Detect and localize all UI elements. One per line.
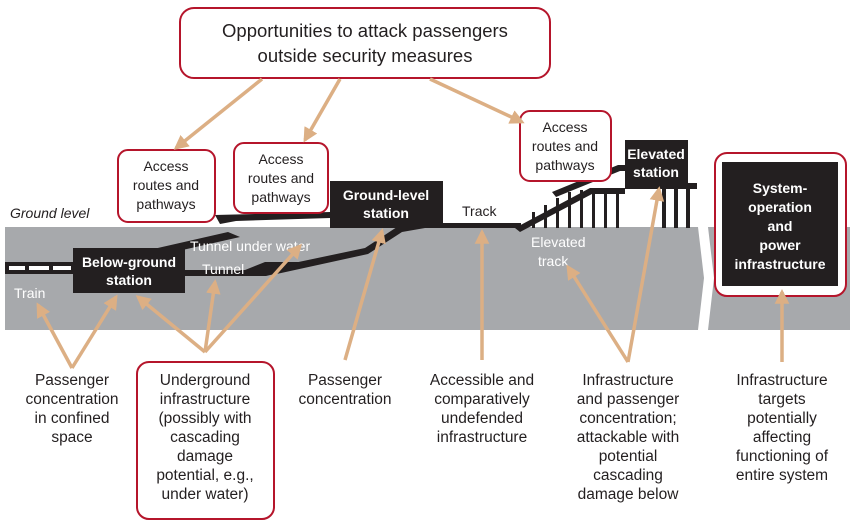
caption-1-line-4: space	[51, 429, 92, 446]
caption-3-line-1: Passenger	[308, 372, 382, 389]
elevated-track-label-2: track	[538, 253, 569, 269]
caption-2-line-1: Underground	[160, 372, 250, 389]
tunnel-under-water-structure	[215, 212, 330, 224]
ground-level-station	[330, 181, 443, 228]
arrow-c3-to-ground-station	[343, 228, 386, 361]
caption-5-line-6: cascading	[593, 467, 663, 484]
access-box-3-line-1: Access	[542, 119, 587, 135]
band-break	[698, 227, 714, 330]
caption-5-line-5: potential	[599, 448, 658, 465]
system-box-line-4: power	[759, 237, 801, 253]
caption-2-line-6: potential, e.g.,	[156, 467, 253, 484]
access-box-1-line-3: pathways	[136, 196, 195, 212]
arrow-c2-to-water-tunnel	[203, 243, 302, 354]
caption-4-line-3: undefended	[441, 410, 523, 427]
caption-box-underground	[136, 361, 275, 520]
caption-6-line-1: Infrastructure	[736, 372, 827, 389]
access-box-2-line-1: Access	[258, 151, 303, 167]
access-box-1-line-1: Access	[143, 158, 188, 174]
track-label: Track	[462, 203, 497, 219]
arrow-c1-to-train	[36, 302, 74, 369]
arrow-c5-to-elevated-track	[566, 264, 630, 363]
caption-4-line-1: Accessible and	[430, 372, 534, 389]
caption-5-line-4: attackable with	[577, 429, 680, 446]
arrow-c5-to-elevated-station	[626, 186, 665, 363]
tunnel-under-water-label: Tunnel under water	[190, 238, 310, 254]
caption-accessible-infrastructure: Accessible and comparatively undefended …	[430, 372, 534, 446]
access-box-3-line-2: routes and	[532, 138, 598, 154]
arrow-c2-to-tunnel	[203, 279, 221, 353]
elevated-track-supports	[532, 186, 690, 228]
caption-3-line-2: concentration	[298, 391, 391, 408]
caption-1-line-2: concentration	[25, 391, 118, 408]
caption-6-line-5: functioning of	[736, 448, 829, 465]
surface-track	[443, 223, 521, 228]
arrow-c1-to-station	[70, 294, 118, 369]
system-box-line-2: operation	[748, 199, 812, 215]
access-box-2	[233, 142, 329, 214]
access-box-2-line-2: routes and	[248, 170, 314, 186]
caption-5-line-7: damage below	[578, 486, 680, 503]
elevated-station-label-2: station	[633, 164, 679, 180]
caption-infrastructure-passenger: Infrastructure and passenger concentrati…	[577, 372, 680, 503]
system-box	[722, 162, 838, 286]
train-label: Train	[14, 285, 45, 301]
arrow-title-to-access-3	[429, 77, 525, 124]
caption-6-line-3: potentially	[747, 410, 817, 427]
access-box-3	[519, 110, 612, 182]
caption-2-line-4: cascading	[170, 429, 240, 446]
caption-1-line-1: Passenger	[35, 372, 109, 389]
system-box-line-5: infrastructure	[734, 256, 825, 272]
title-line-2: outside security measures	[258, 45, 473, 66]
access-box-1	[117, 149, 216, 223]
caption-5-line-2: and passenger	[577, 391, 680, 408]
arrow-title-to-access-2	[303, 78, 342, 143]
elevated-station	[625, 140, 688, 185]
arrow-c2-to-station	[135, 295, 207, 354]
caption-6-line-2: targets	[758, 391, 806, 408]
caption-4-line-4: infrastructure	[437, 429, 527, 446]
access-box-2-line-3: pathways	[251, 189, 310, 205]
ground-level-label: Ground level	[10, 205, 90, 221]
arrow-title-to-access-1	[173, 77, 264, 150]
caption-infrastructure-targets: Infrastructure targets potentially affec…	[736, 372, 829, 484]
elevated-deck	[625, 183, 697, 189]
caption-5-line-3: concentration;	[579, 410, 676, 427]
elevated-track	[515, 188, 625, 232]
title-line-1: Opportunities to attack passengers	[222, 20, 508, 41]
ramp-to-ground	[270, 221, 425, 275]
caption-6-line-4: affecting	[753, 429, 811, 446]
caption-2-line-2: infrastructure	[160, 391, 250, 408]
caption-2-line-3: (possibly with	[158, 410, 251, 427]
below-ground-station	[73, 248, 185, 293]
caption-passenger-concentration: Passenger concentration	[298, 372, 391, 408]
elevated-station-label-1: Elevated	[627, 146, 685, 162]
access-box-3-line-3: pathways	[535, 157, 594, 173]
caption-6-line-6: entire system	[736, 467, 828, 484]
caption-5-line-1: Infrastructure	[582, 372, 673, 389]
train	[5, 262, 73, 274]
caption-4-line-2: comparatively	[434, 391, 530, 408]
system-box-line-3: and	[768, 218, 793, 234]
below-ground-station-label-1: Below-ground	[82, 254, 176, 270]
title-box	[179, 7, 551, 79]
caption-2-line-5: damage	[177, 448, 233, 465]
tunnel-track	[180, 262, 300, 276]
ground-level-station-label-2: station	[363, 205, 409, 221]
ground-level-station-label-1: Ground-level	[343, 187, 429, 203]
elevated-track-label-1: Elevated	[531, 234, 585, 250]
caption-underground-infrastructure: Underground infrastructure (possibly wit…	[156, 372, 253, 503]
caption-1-line-3: in confined	[35, 410, 110, 427]
tunnel-label: Tunnel	[202, 261, 244, 277]
access-box-1-line-2: routes and	[133, 177, 199, 193]
caption-2-line-7: under water)	[161, 486, 248, 503]
arrows	[36, 77, 790, 369]
below-ground-station-label-2: station	[106, 272, 152, 288]
caption-passenger-confined: Passenger concentration in confined spac…	[25, 372, 118, 446]
system-box-line-1: System-	[753, 180, 808, 196]
